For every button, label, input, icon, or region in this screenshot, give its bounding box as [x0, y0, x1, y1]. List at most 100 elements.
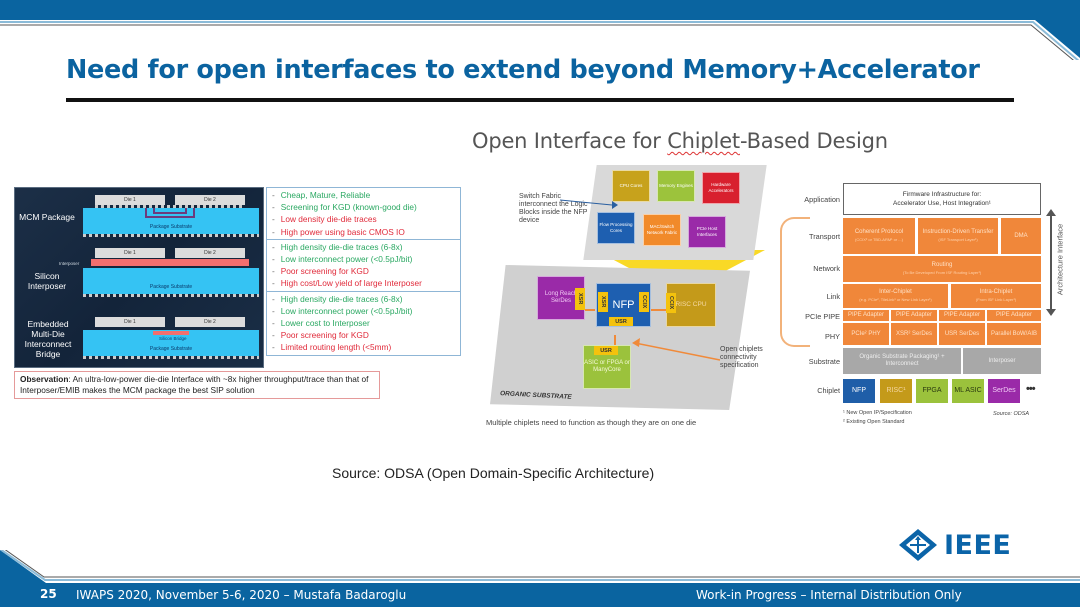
- packaging-diagram: MCM Package Die 1 Die 2 Package Substrat…: [14, 187, 264, 368]
- header-band: [0, 0, 1080, 60]
- interposer-tag: Interposer: [59, 261, 80, 266]
- package-substrate: Silicon Bridge Package Substrate: [83, 330, 259, 356]
- stack-source: Source: ODSA: [993, 411, 1030, 417]
- layer-network: Network: [813, 264, 840, 273]
- slide-title: Need for open interfaces to extend beyon…: [66, 55, 980, 85]
- layer-chiplet: Chiplet: [817, 386, 840, 395]
- architecture-interface-label: Architecture Interface: [1055, 223, 1065, 296]
- layer-link: Link: [826, 292, 840, 301]
- ccix-port: CCIX: [639, 292, 649, 312]
- instruction-driven-transfer-block: Instruction-Driven Transfer(ISF Transpor…: [918, 218, 998, 254]
- interposer: [91, 259, 249, 266]
- switch-fabric-callout: Switch Fabric interconnect the Logic Blo…: [519, 193, 588, 224]
- emib-tradeoffs: -High density die-die traces (6-8x) -Low…: [267, 292, 460, 355]
- open-chiplets-callout: Open chiplets connectivity specification: [720, 346, 763, 369]
- tradeoff-item: -Low interconnect power (<0.5pJ/bit): [272, 305, 413, 316]
- more-chiplets: •••: [1026, 383, 1036, 395]
- package-substrate: Package Substrate: [83, 208, 259, 234]
- pcie-host-interfaces-block: PCIe Host Interfaces: [688, 216, 726, 248]
- brace: [780, 217, 810, 347]
- chiplet-diagram-title: Open Interface for Chiplet-Based Design: [472, 129, 888, 153]
- footer-event: IWAPS 2020, November 5-6, 2020 – Mustafa…: [76, 588, 407, 602]
- chiplet-risc: RISC¹: [880, 379, 912, 403]
- layer-transport: Transport: [809, 232, 840, 241]
- footnote-existing: ² Existing Open Standard: [843, 419, 905, 425]
- interposer-block: Interposer: [963, 348, 1041, 374]
- ieee-diamond-icon: [899, 529, 937, 561]
- tradeoff-item: -Poor screening for KGD: [272, 266, 369, 277]
- mac-switch-fabric-block: MAC/Switch Network Fabric: [643, 214, 681, 246]
- tradeoffs-table: -Cheap, Mature, Reliable -Screening for …: [266, 187, 461, 356]
- cpu-cores-block: CPU Cores: [612, 170, 650, 202]
- pipe-adapter-block: PIPE Adapter: [939, 310, 985, 321]
- organic-substrate-block: Organic Substrate Packaging¹ + Interconn…: [843, 348, 961, 374]
- coherent-protocol-block: Coherent Protocol(CCIX² or TBD-ARM¹ or .…: [843, 218, 915, 254]
- page-number: 25: [40, 587, 57, 601]
- pcie-phy-block: PCIe² PHY: [843, 323, 889, 345]
- dma-block: DMA: [1001, 218, 1041, 254]
- pipe-adapter-block: PIPE Adapter: [843, 310, 889, 321]
- tradeoff-item: -High density die-die traces (6-8x): [272, 293, 403, 304]
- memory-engines-block: Memory Engines: [657, 170, 695, 202]
- mcm-label: MCM Package: [19, 212, 75, 222]
- hardware-accelerators-block: Hardware Accelerators: [702, 172, 740, 204]
- die-1: Die 1: [95, 195, 165, 205]
- pipe-adapter-block: PIPE Adapter: [891, 310, 937, 321]
- tradeoff-item: -High cost/Low yield of large Interposer: [272, 278, 422, 289]
- chiplet-serdes: SerDes: [988, 379, 1020, 403]
- footer-band: [0, 550, 1080, 607]
- footnote-new-open: ¹ New Open IP/Specification: [843, 410, 912, 416]
- usr-port: USR: [609, 317, 633, 326]
- footer-notice: Work-in Progress – Internal Distribution…: [696, 588, 962, 602]
- tradeoff-item: -Poor screening for KGD: [272, 330, 369, 341]
- layer-substrate: Substrate: [808, 357, 840, 366]
- chiplet-fpga: FPGA: [916, 379, 948, 403]
- interposer-label: Silicon Interposer: [27, 271, 67, 291]
- ieee-logo: IEEE: [898, 528, 1011, 562]
- emib-label: Embedded Multi-Die Interconnect Bridge: [24, 319, 72, 359]
- chiplet-caption: Multiple chiplets need to function as th…: [486, 418, 697, 427]
- intra-chiplet-block: Intra-Chiplet(From ISF Link Layer¹): [951, 284, 1041, 308]
- mcm-tradeoffs: -Cheap, Mature, Reliable -Screening for …: [267, 188, 460, 240]
- ieee-wordmark: IEEE: [944, 529, 1012, 561]
- die-2: Die 2: [175, 195, 245, 205]
- layer-application: Application: [804, 195, 840, 204]
- routing-block: Routing(To Be Developed From ISF Routing…: [843, 256, 1041, 282]
- die-1: Die 1: [95, 248, 165, 258]
- usr-port: USR: [594, 346, 618, 355]
- ccix-port: CCIX: [666, 293, 676, 313]
- inter-chiplet-block: Inter-Chiplet(e.g. PCIe², TileLink¹ or N…: [843, 284, 948, 308]
- pipe-adapter-block: PIPE Adapter: [987, 310, 1041, 321]
- parallel-bow-aib-block: Parallel BoW/AIB: [987, 323, 1041, 345]
- tradeoff-item: -Low density die-die traces: [272, 214, 377, 225]
- architecture-interface-arrow: [1046, 209, 1056, 316]
- tradeoff-item: -Lower cost to Interposer: [272, 318, 370, 329]
- observation-label: Observation: [20, 374, 69, 384]
- observation-text: : An ultra-low-power die-die Interface w…: [20, 374, 369, 395]
- observation-box: Observation: An ultra-low-power die-die …: [14, 371, 380, 399]
- callout-arrow: [560, 199, 618, 209]
- die-1: Die 1: [95, 317, 165, 327]
- silicon-bridge: [153, 331, 189, 335]
- chiplet-ml-asic: ML ASIC: [952, 379, 984, 403]
- tradeoff-item: -Cheap, Mature, Reliable: [272, 190, 371, 200]
- layer-pcie-pipe: PCIe PIPE: [805, 312, 840, 321]
- flow-processing-cores-block: Flow Processing Cores: [597, 212, 635, 244]
- micro-bumps: [95, 205, 245, 208]
- xsr-port: XSR: [598, 292, 608, 312]
- layer-phy: PHY: [824, 332, 840, 341]
- tradeoff-item: -Screening for KGD (known-good die): [272, 202, 417, 213]
- interposer-tradeoffs: -High density die-die traces (6-8x) -Low…: [267, 240, 460, 292]
- tradeoff-item: -Low interconnect power (<0.5pJ/bit): [272, 254, 413, 265]
- solder-balls: [83, 356, 259, 359]
- slide-source: Source: ODSA (Open Domain-Specific Archi…: [332, 465, 655, 481]
- chiplet-nfp: NFP: [843, 379, 875, 403]
- xsr-serdes-block: XSR² SerDes: [891, 323, 937, 345]
- package-substrate: Package Substrate: [83, 268, 259, 294]
- tradeoff-item: -Limited routing length (<5mm): [272, 342, 392, 353]
- title-divider: [66, 98, 1014, 102]
- application-block: Firmware Infrastructure for: Accelerator…: [843, 183, 1041, 215]
- die-2: Die 2: [175, 317, 245, 327]
- xsr-port: XSR: [575, 288, 585, 310]
- solder-balls: [83, 294, 259, 297]
